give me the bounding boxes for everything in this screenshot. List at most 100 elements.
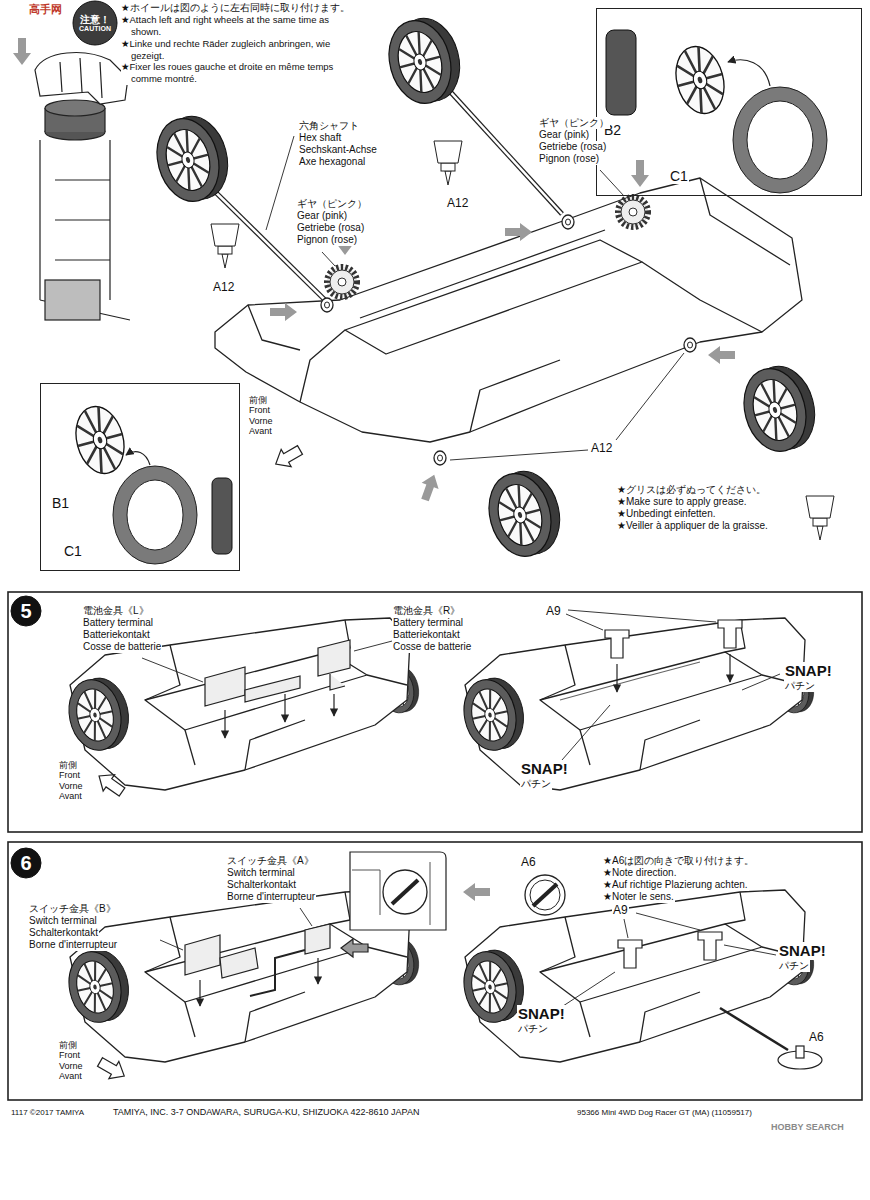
label-group: 電池金具《R》Battery terminalBatteriekontaktCo…	[392, 605, 472, 653]
chassis-drawing	[458, 890, 818, 1062]
battery-terminal	[142, 640, 396, 738]
part-number: A9	[545, 604, 562, 618]
part-name: 電池金具《L》	[82, 605, 150, 617]
part-drawing	[211, 224, 239, 268]
part-name: Pignon (rose)	[296, 234, 358, 246]
chassis-drawing	[345, 240, 642, 354]
wheel-drawing	[380, 11, 468, 110]
direction-label: Avant	[58, 1071, 83, 1081]
label-group: ギヤ（ピンク）Gear (pink)Getriebe (rosa)Pignon …	[538, 117, 610, 165]
direction-label: Avant	[248, 426, 273, 436]
caution-badge-fill	[73, 1, 117, 45]
leader-line	[266, 136, 684, 460]
direction-label: Vorne	[248, 416, 274, 426]
part-number: A12	[590, 441, 613, 455]
part-name: Cosse de batterie	[392, 641, 472, 653]
part-name: Batteriekontakt	[82, 629, 151, 641]
part-number: A12	[446, 196, 469, 210]
part-name: Getriebe (rosa)	[296, 222, 365, 234]
battery-terminal	[245, 676, 300, 702]
assembly-note: ★Note direction.	[602, 867, 677, 879]
direction-label: Front	[58, 1050, 81, 1060]
switch-terminal	[220, 948, 258, 978]
part-drawing	[631, 160, 649, 187]
leader-line	[616, 353, 684, 440]
wheel-drawing	[148, 109, 236, 208]
chassis-drawing	[95, 1053, 129, 1084]
part-number: A6	[808, 1030, 825, 1044]
clip-part	[718, 620, 742, 648]
label-group: 高手网	[28, 3, 63, 16]
label-group: TAMIYA, INC. 3-7 ONDAWARA, SURUGA-KU, SH…	[112, 1107, 420, 1118]
switch-terminal	[250, 950, 305, 996]
part-name: スイッチ金具《B》	[28, 903, 117, 915]
caution-note: ★Linke und rechte Räder zugleich anbring…	[121, 38, 357, 62]
leader-line	[450, 450, 588, 460]
battery-terminal	[318, 640, 350, 676]
part-drawing	[434, 451, 446, 465]
part-drawing	[211, 141, 834, 540]
part-drawing	[618, 197, 648, 227]
step-number-fill	[11, 848, 41, 878]
battery-terminal	[205, 667, 245, 706]
direction-label: Front	[248, 405, 271, 415]
chassis-drawing	[300, 330, 345, 402]
hand-illustration	[45, 280, 100, 320]
clip-part	[618, 940, 642, 968]
direction-label: 前側	[58, 1040, 78, 1050]
switch-detail	[350, 852, 565, 930]
part-number: A12	[212, 280, 235, 294]
label-group: 前側FrontVorneAvant	[58, 760, 84, 801]
clip-part	[562, 705, 610, 760]
wheel-detail	[113, 466, 197, 564]
wheel-detail	[120, 473, 190, 557]
direction-label: 前側	[58, 760, 78, 770]
battery-terminal	[224, 710, 225, 738]
label-group: A6	[520, 855, 537, 869]
battery-terminal	[330, 674, 345, 690]
part-name: Pignon (rose)	[538, 153, 600, 165]
wheel-detail	[606, 30, 827, 193]
part-letter: B1	[51, 496, 70, 511]
switch-detail	[525, 875, 565, 915]
part-drawing	[271, 441, 305, 472]
switch-terminal	[305, 924, 330, 954]
wheel-drawing	[148, 11, 823, 563]
direction-label: 前側	[248, 395, 268, 405]
direction-label: Avant	[58, 791, 83, 801]
chassis-drawing	[360, 230, 605, 318]
chassis-drawing	[215, 178, 802, 442]
snap-label: パチン	[520, 778, 552, 790]
direction-label: Vorne	[58, 781, 84, 791]
wheel-detail	[747, 101, 813, 179]
wheel-drawing	[735, 359, 823, 458]
text-anchor: B1	[51, 496, 70, 511]
clip-part	[796, 1046, 804, 1058]
switch-terminal	[160, 908, 318, 1006]
wheel-detail	[740, 94, 820, 186]
clip-part	[729, 654, 730, 682]
product-code: 95366 Mini 4WD Dog Racer GT (MA) (110595…	[576, 1108, 753, 1118]
chassis-drawing	[63, 618, 818, 800]
clip-part	[624, 919, 628, 938]
wheel-detail	[69, 401, 232, 564]
label-group: 電池金具《L》Battery terminalBatteriekontaktCo…	[82, 605, 162, 653]
label-group: A9	[545, 604, 562, 618]
snap-label: パチン	[517, 1023, 549, 1035]
watermark: HOBBY SEARCH	[770, 1122, 845, 1133]
switch-detail	[533, 884, 557, 906]
caution-note: ★Attach left and right wheels at the sam…	[121, 14, 357, 38]
part-drawing	[684, 338, 696, 352]
hand-illustration	[40, 140, 130, 320]
wheel-drawing	[480, 464, 568, 563]
switch-terminal	[317, 958, 318, 984]
caution-badge: 注意！CAUTION	[73, 1, 117, 45]
battery-terminal	[142, 658, 203, 682]
part-number: A6	[520, 855, 537, 869]
grease-note: ★Unbedingt einfetten.	[617, 508, 716, 520]
assembly-note: ★Noter le sens.	[602, 891, 675, 903]
part-drawing	[321, 298, 333, 312]
label-group: スイッチ金具《B》Switch terminalSchalterkontaktB…	[28, 903, 118, 951]
